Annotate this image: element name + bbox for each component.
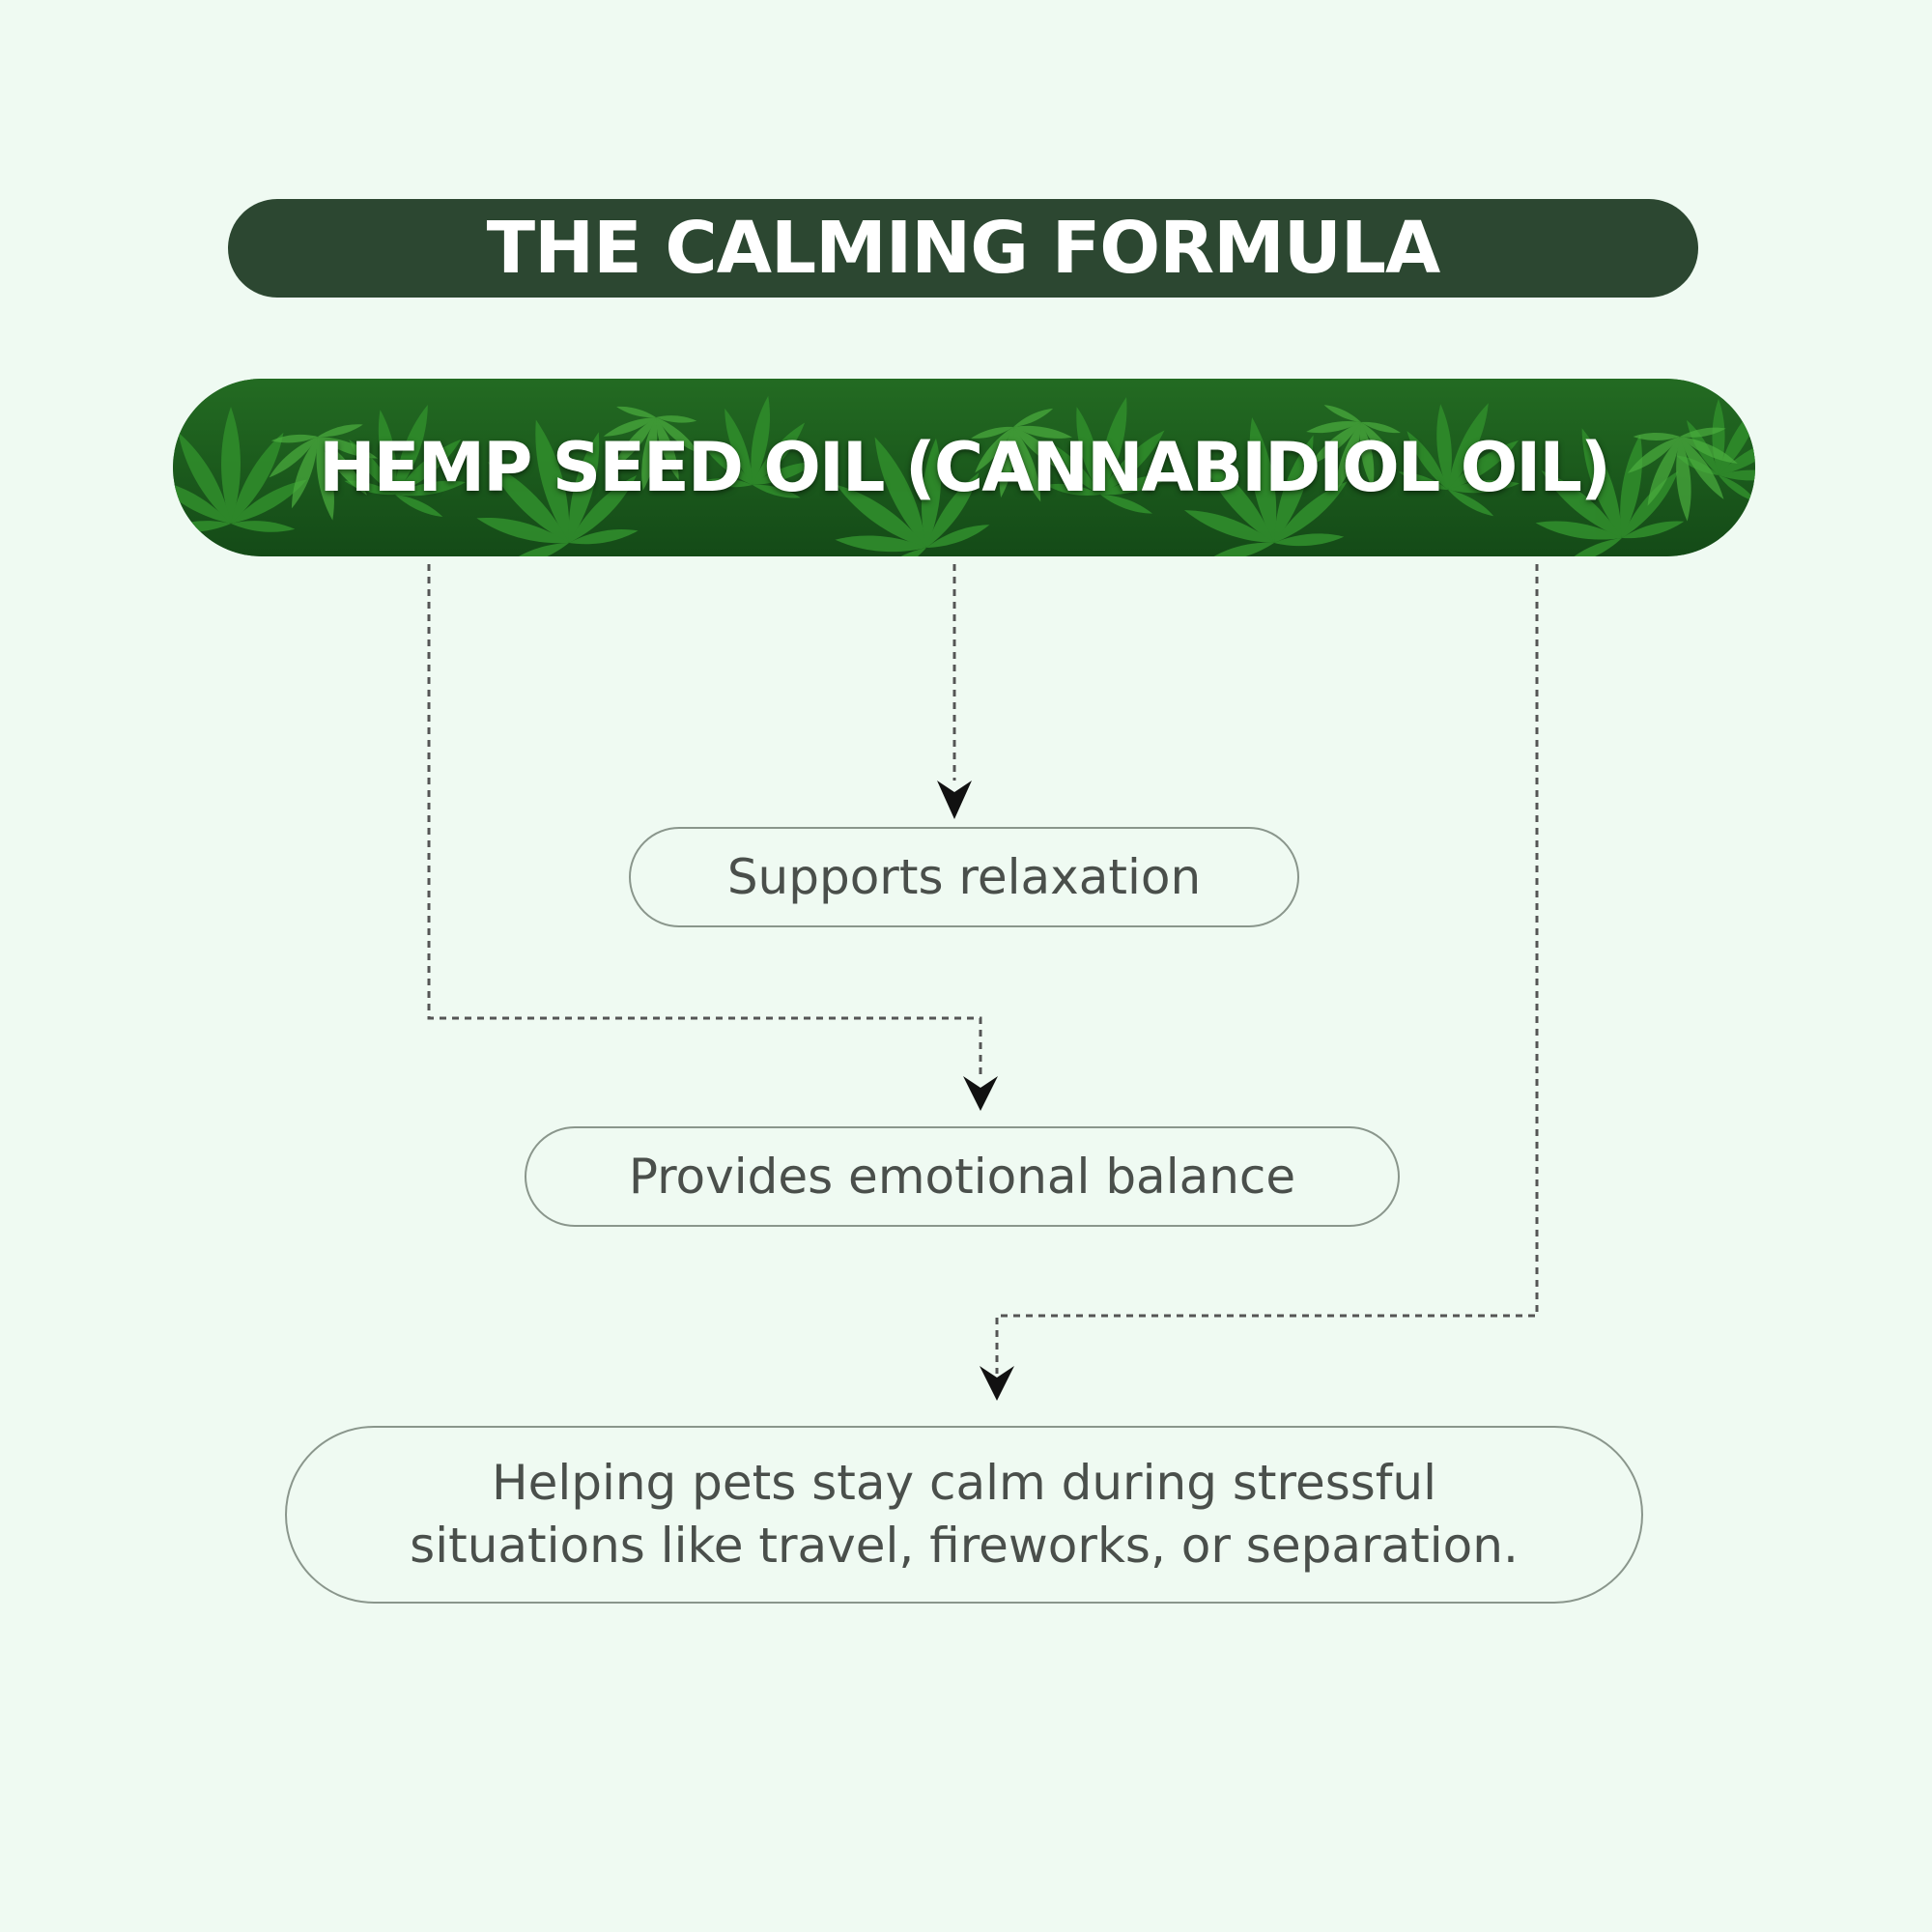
page-title: THE CALMING FORMULA bbox=[486, 207, 1441, 290]
connector-left bbox=[427, 564, 982, 1076]
connector-right bbox=[995, 564, 1539, 1374]
ingredient-banner: HEMP SEED OIL (CANNABIDIOL OIL) bbox=[173, 379, 1755, 556]
benefit-text-line-1: Helping pets stay calm during stressful bbox=[491, 1455, 1436, 1511]
benefit-text: Supports relaxation bbox=[726, 848, 1202, 905]
hemp-leaf-background bbox=[173, 379, 1755, 556]
benefit-pill-stress: Helping pets stay calm during stressful … bbox=[285, 1426, 1643, 1604]
title-bar: THE CALMING FORMULA bbox=[228, 199, 1698, 298]
benefit-text: Provides emotional balance bbox=[628, 1148, 1296, 1205]
ingredient-title: HEMP SEED OIL (CANNABIDIOL OIL) bbox=[319, 428, 1611, 507]
benefit-text-line-2: situations like travel, fireworks, or se… bbox=[410, 1518, 1519, 1574]
benefit-pill-relaxation: Supports relaxation bbox=[629, 827, 1299, 927]
arrow-down-icon bbox=[963, 1076, 998, 1111]
benefit-pill-emotional-balance: Provides emotional balance bbox=[525, 1126, 1400, 1227]
arrow-down-icon bbox=[980, 1366, 1014, 1401]
arrow-down-icon bbox=[937, 781, 972, 819]
